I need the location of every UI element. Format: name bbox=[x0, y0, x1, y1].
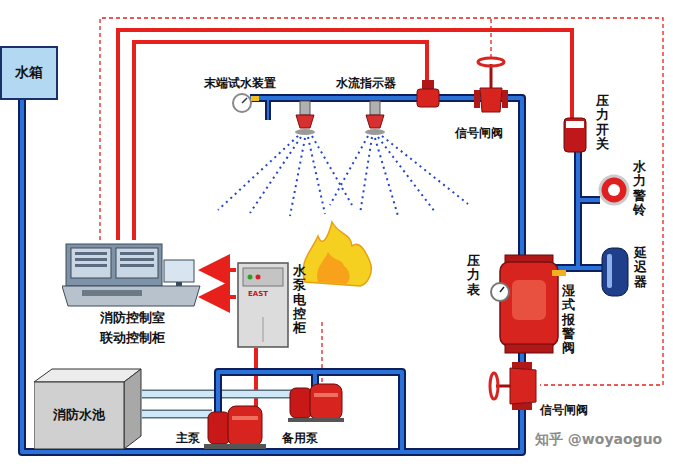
water-spray bbox=[218, 136, 468, 216]
watermark: 知乎 @woyaoguo bbox=[535, 431, 662, 449]
console-graphic bbox=[62, 238, 202, 308]
control-console: 消防控制室 联动控制柜 bbox=[62, 238, 202, 351]
signal-wire bbox=[321, 322, 322, 386]
part-label: 压力表 bbox=[467, 254, 480, 297]
fire bbox=[303, 222, 371, 286]
sprinkler bbox=[295, 101, 385, 135]
part-label: 末端试水装置 bbox=[204, 75, 276, 92]
alarm-valve bbox=[491, 255, 566, 353]
part-label: 压力开关 bbox=[596, 94, 609, 151]
gate-valve bbox=[474, 58, 508, 112]
node-text: 消防控制室 联动控制柜 bbox=[94, 308, 170, 347]
signal-arrow bbox=[202, 268, 236, 272]
node-text: 水泵电控柜 bbox=[293, 264, 306, 335]
pump-control-cabinet: 水泵电控柜 bbox=[236, 262, 312, 348]
water-tank-box: 水箱 bbox=[0, 46, 58, 100]
brand-text: EAST bbox=[248, 290, 268, 298]
part-label: 信号闸阀 bbox=[455, 125, 503, 142]
part-label: 信号闸阀 bbox=[540, 402, 588, 419]
alarm-bell bbox=[600, 176, 628, 204]
signal-wire bbox=[254, 348, 258, 410]
part-label: 主泵 bbox=[176, 430, 200, 447]
signal-wire bbox=[134, 42, 427, 240]
test-gauge bbox=[233, 94, 259, 112]
cabinet-graphic bbox=[236, 262, 292, 348]
node-text: 水箱 bbox=[15, 64, 43, 82]
signal-wire bbox=[118, 30, 572, 240]
signal-arrow bbox=[202, 295, 236, 299]
flow-indicator bbox=[417, 80, 439, 107]
part-label: 水流指示器 bbox=[336, 75, 396, 92]
retarding-chamber bbox=[602, 248, 628, 296]
part-label: 湿式报警阀 bbox=[562, 284, 575, 355]
standby-pump bbox=[288, 384, 344, 422]
signal-wire bbox=[100, 18, 663, 385]
signal-wire bbox=[490, 18, 491, 58]
part-label: 备用泵 bbox=[282, 430, 318, 447]
main-pump bbox=[204, 406, 266, 449]
part-label: 水力警铃 bbox=[633, 160, 646, 217]
fire-pool-box: 消防水池 bbox=[34, 368, 142, 450]
gate-valve bbox=[490, 362, 536, 410]
node-text: 消防水池 bbox=[34, 406, 124, 424]
water-pipe bbox=[22, 98, 602, 452]
pressure-switch bbox=[564, 118, 586, 152]
part-label: 延迟器 bbox=[634, 246, 647, 289]
